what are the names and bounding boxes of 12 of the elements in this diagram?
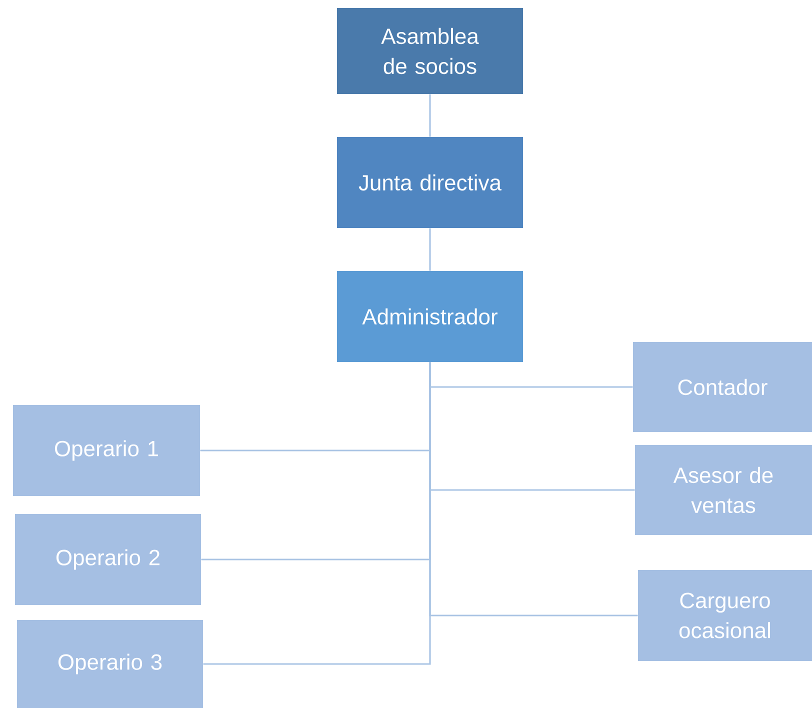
org-box: Operario 1 (13, 405, 200, 496)
org-box: Asesor de ventas (635, 445, 812, 535)
org-box: Administrador (337, 271, 523, 362)
org-box: Operario 2 (15, 514, 201, 605)
org-box: Contador (633, 342, 812, 432)
connector-line (203, 362, 431, 665)
connector-line (429, 94, 431, 137)
org-box: Asamblea de socios (337, 8, 523, 94)
org-box: Junta directiva (337, 137, 523, 228)
org-box: Carguero ocasional (638, 570, 812, 661)
org-box: Operario 3 (17, 620, 203, 708)
connector-line (429, 228, 431, 271)
